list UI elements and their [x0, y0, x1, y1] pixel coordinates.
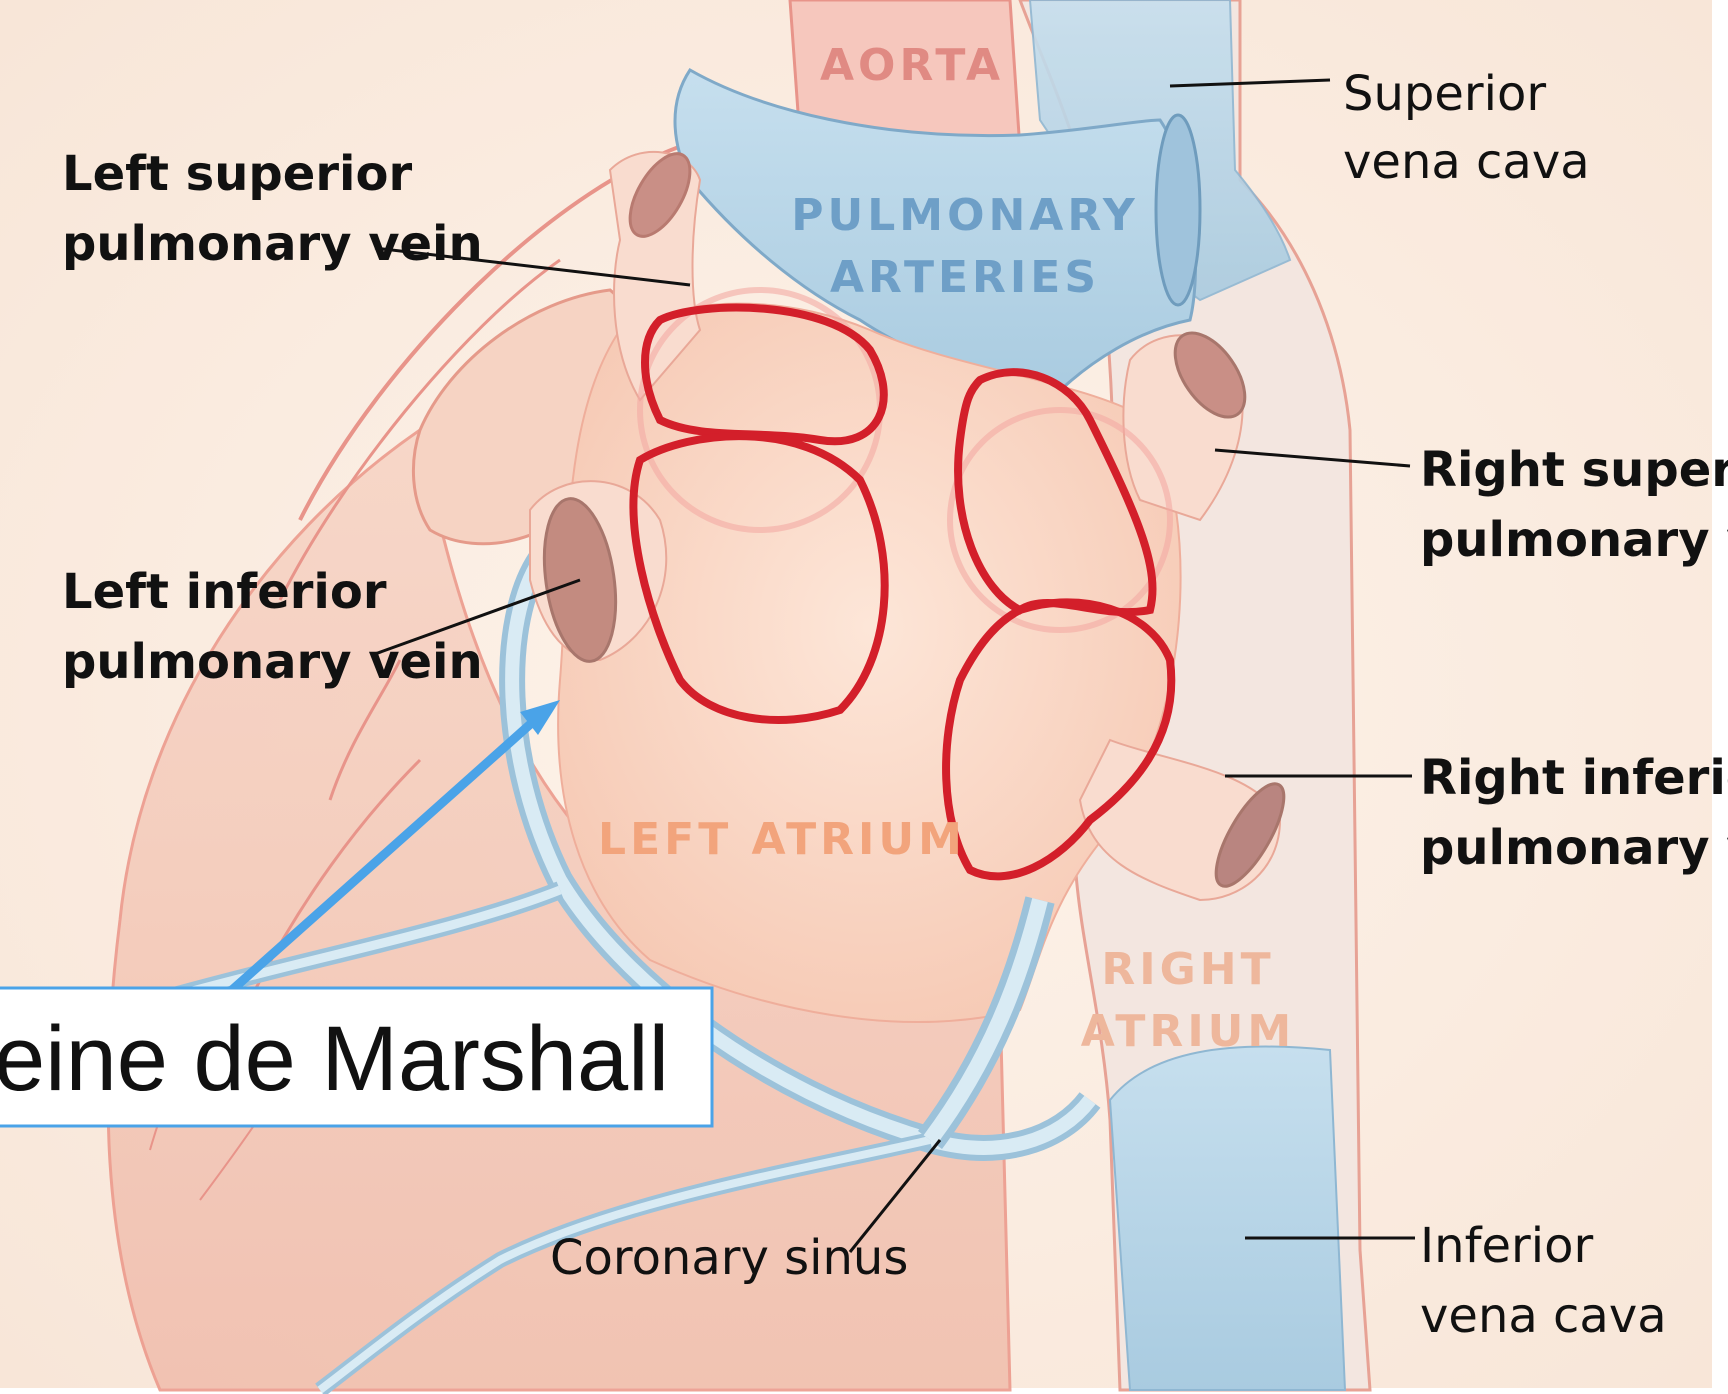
right-inferior-label-line2: pulmonary vein	[1420, 820, 1728, 876]
right-superior-label-line2: pulmonary vein	[1420, 512, 1728, 568]
left-atrium-label: LEFT ATRIUM	[598, 814, 966, 865]
right-atrium-label-line1: RIGHT	[1101, 944, 1274, 995]
right-atrium-label-line2: ATRIUM	[1081, 1006, 1295, 1057]
right-inferior-label-line1: Right inferior	[1420, 750, 1728, 806]
inferior-vena-cava	[1110, 1047, 1345, 1390]
coronary-sinus-label: Coronary sinus	[550, 1230, 908, 1286]
svc-label-line1: Superior	[1343, 66, 1546, 122]
ivc-label-line1: Inferior	[1420, 1218, 1593, 1274]
right-white-margin	[1712, 0, 1728, 1394]
svc-label-line2: vena cava	[1343, 134, 1590, 190]
left-inferior-label-line2: pulmonary vein	[62, 634, 483, 690]
pulmonary-artery-opening	[1156, 115, 1200, 305]
marshall-callout-text: eine de Marshall	[0, 1008, 669, 1110]
ivc-label-line2: vena cava	[1420, 1288, 1667, 1344]
pulmonary-arteries-label-line1: PULMONARY	[791, 190, 1138, 241]
right-superior-label-line1: Right superior	[1420, 442, 1728, 498]
aorta-label: AORTA	[820, 40, 1004, 91]
left-inferior-label-line1: Left inferior	[62, 564, 387, 620]
left-superior-label-line1: Left superior	[62, 146, 412, 202]
left-superior-label-line2: pulmonary vein	[62, 216, 483, 272]
pulmonary-arteries-label-line2: ARTERIES	[830, 252, 1100, 303]
